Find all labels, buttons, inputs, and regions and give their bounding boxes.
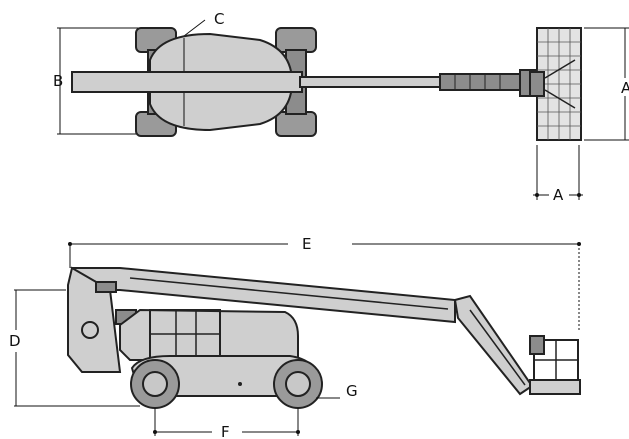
side-view: E D xyxy=(9,235,581,439)
label-c: C xyxy=(214,10,224,28)
side-engine-cover xyxy=(119,308,299,361)
dimension-f: F xyxy=(153,408,300,439)
dimension-b: B xyxy=(53,27,150,135)
label-b: B xyxy=(53,72,63,90)
top-boom xyxy=(71,71,303,93)
top-view: B C xyxy=(53,10,629,204)
label-e: E xyxy=(302,235,311,253)
dimension-a-side: A xyxy=(584,27,629,141)
dimension-a-top: A xyxy=(533,145,583,204)
dimension-g: G xyxy=(316,382,358,400)
label-d: D xyxy=(9,332,21,350)
side-platform xyxy=(529,335,581,395)
label-a-top: A xyxy=(553,186,564,204)
label-a-side: A xyxy=(621,79,629,97)
dimension-e: E xyxy=(68,235,581,330)
side-wheels xyxy=(130,359,323,409)
label-f: F xyxy=(221,423,230,439)
dimension-d: D xyxy=(9,289,140,407)
label-g: G xyxy=(346,382,358,400)
dimension-c: C xyxy=(183,10,224,37)
top-platform xyxy=(529,27,582,141)
